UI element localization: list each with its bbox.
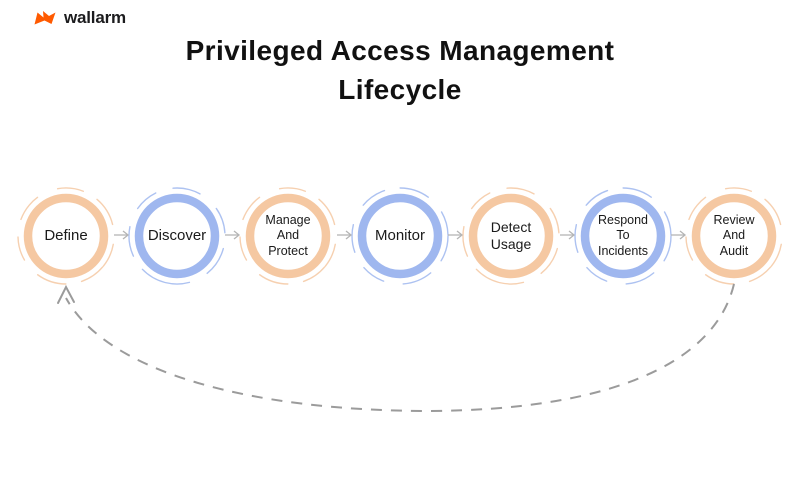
node-respond-to-incidents: Respond To Incidents — [573, 186, 673, 286]
flow-arrow-icon — [448, 230, 464, 240]
page-title: Privileged Access Management Lifecycle — [185, 35, 615, 105]
wallarm-logo-icon — [34, 11, 56, 25]
node-manage-and-protect: Manage And Protect — [238, 186, 338, 286]
node-ring — [239, 187, 337, 285]
node-ring — [462, 187, 560, 285]
wallarm-logo-text: wallarm — [64, 8, 126, 27]
flow-arrow-icon — [225, 230, 241, 240]
node-define: Define — [16, 186, 116, 286]
node-label: Monitor — [374, 226, 426, 244]
node-review-and-audit: Review And Audit — [684, 186, 784, 286]
node-discover: Discover — [127, 186, 227, 286]
node-label: Detect Usage — [490, 218, 532, 252]
flow-arrow-icon — [560, 230, 576, 240]
node-ring — [351, 187, 449, 285]
node-detect-usage: Detect Usage — [461, 186, 561, 286]
flow-arrow-icon — [671, 230, 687, 240]
flow-arrow-icon — [337, 230, 353, 240]
node-label: Manage And Protect — [265, 213, 311, 258]
node-label: Respond To Incidents — [597, 213, 649, 258]
node-monitor: Monitor — [350, 186, 450, 286]
node-ring — [128, 187, 226, 285]
node-label: Discover — [147, 226, 207, 244]
flow-arrow-icon — [114, 230, 130, 240]
node-ring — [574, 187, 672, 285]
node-label: Define — [44, 226, 88, 244]
node-ring — [685, 187, 783, 285]
wallarm-logo: wallarm — [33, 8, 126, 28]
node-ring — [17, 187, 115, 285]
node-label: Review And Audit — [713, 213, 755, 258]
